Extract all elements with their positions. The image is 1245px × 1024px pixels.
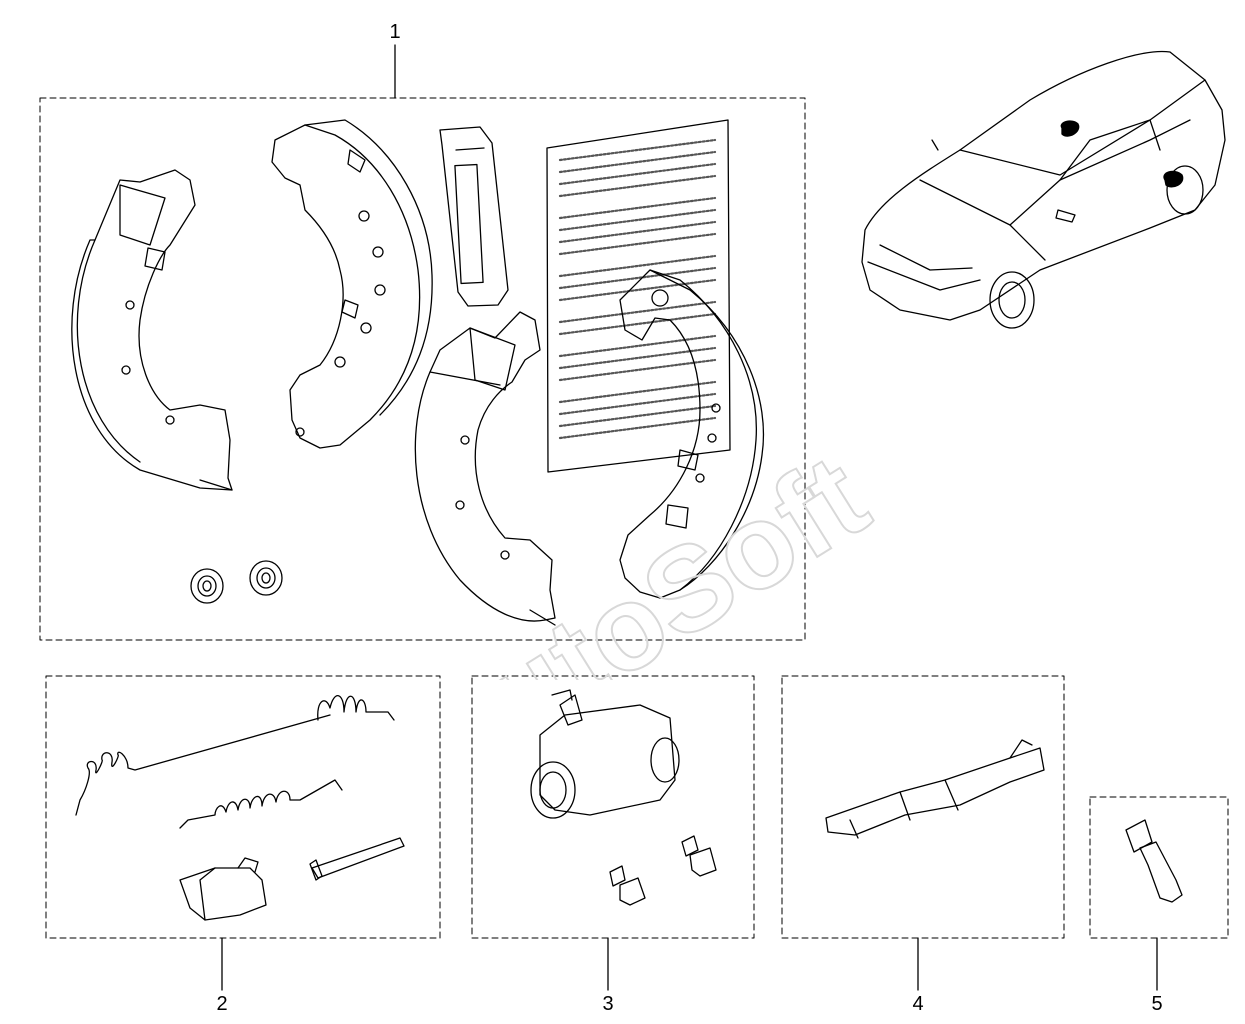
brake-shoe-upper (271, 119, 433, 449)
return-spring-lower (179, 779, 343, 829)
bolt-right (681, 835, 717, 877)
callout-1: 1 (389, 21, 401, 43)
callout-2: 2 (216, 993, 228, 1015)
car-illustration (861, 50, 1226, 329)
brake-shoe-lower (414, 311, 556, 626)
hold-down-pin (309, 837, 405, 881)
bolt-left (609, 865, 646, 906)
watermark-text: AutoSoft (389, 429, 890, 680)
self-adjuster (825, 739, 1045, 839)
return-spring-upper (75, 695, 395, 816)
grease-sachet (439, 126, 509, 307)
group-box-5 (1089, 796, 1229, 939)
group-box-4 (781, 675, 1065, 939)
bushing-right (249, 560, 283, 596)
spring-clip (179, 857, 267, 921)
brake-shoe-left (71, 169, 233, 491)
group-box-1 (39, 97, 806, 641)
instruction-sheet (546, 119, 731, 473)
callout-4: 4 (912, 993, 924, 1015)
brake-shoe-right (619, 269, 765, 599)
watermark: AutoSoft (388, 428, 891, 680)
group-box-3 (471, 675, 755, 939)
callout-5: 5 (1151, 993, 1163, 1015)
wheel-cylinder (530, 689, 680, 819)
bleeder-screw (1125, 819, 1183, 903)
group-box-2 (45, 675, 441, 939)
callout-3: 3 (602, 993, 614, 1015)
bushing-left (190, 568, 224, 604)
